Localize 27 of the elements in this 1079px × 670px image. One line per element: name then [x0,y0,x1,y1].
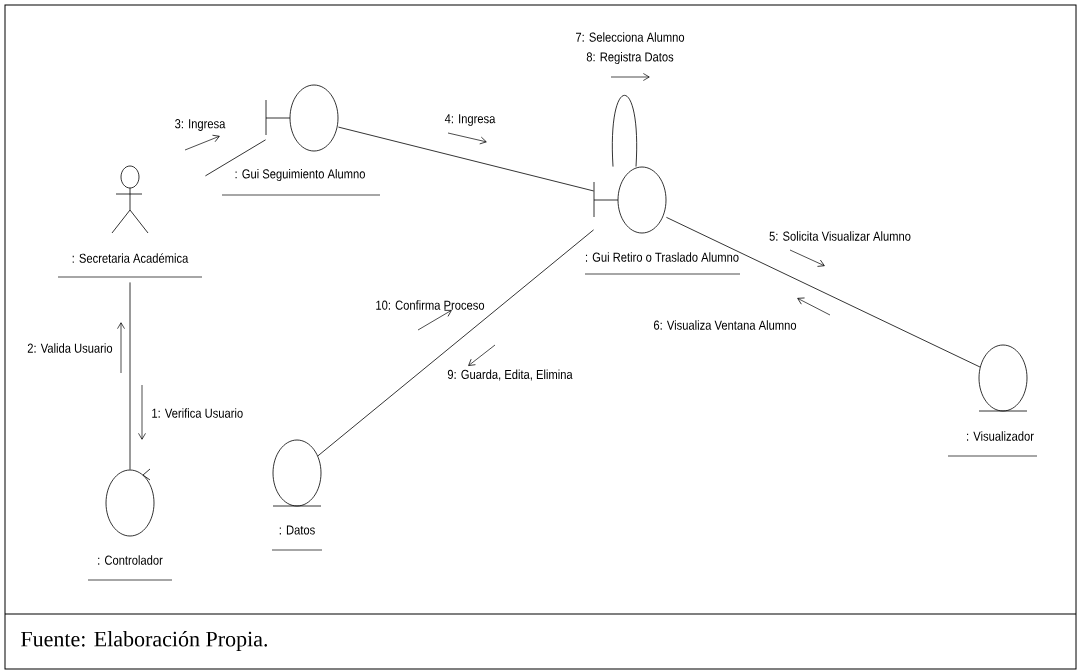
caption: Fuente: Elaboración Propia. [21,631,267,651]
entity-object: : Datos [271,439,323,551]
link-line [666,216,981,368]
message-label: 6: Visualiza Ventana Alumno [652,319,798,331]
node-label: : Datos [279,525,315,535]
link-line [129,282,131,470]
actor-figure: : Secretaria Académica [57,165,203,278]
entity-object: : Visualizador [947,344,1038,457]
message-label: 4: Ingresa [443,113,497,127]
link-line [317,229,594,457]
node-label: : Visualizador [967,431,1034,441]
node-label: : Gui Seguimiento Alumno [235,168,365,182]
message-label: 9: Guarda, Edita, Elimina [446,368,574,382]
message-label: 10: Confirma Proceso [374,299,486,311]
link-line [338,126,594,192]
control-object: : Controlador [87,468,173,581]
node-label: : Controlador [98,555,163,565]
node-label: : Secretaria Académica [72,253,189,263]
boundary-object: : Gui Retiro o Traslado Alumno [584,166,741,275]
message-label: 1: Verifica Usuario [150,407,245,419]
message-label: 7: Selecciona Alumno [574,31,686,43]
node-label: : Gui Retiro o Traslado Alumno [585,252,739,262]
message-label: 8: Registra Datos [585,50,675,66]
link-line [205,139,266,177]
message-label: 2: Valida Usuario [26,342,114,354]
self-link-line [611,94,638,167]
message-label: 5: Solicita Visualizar Alumno [768,230,912,242]
